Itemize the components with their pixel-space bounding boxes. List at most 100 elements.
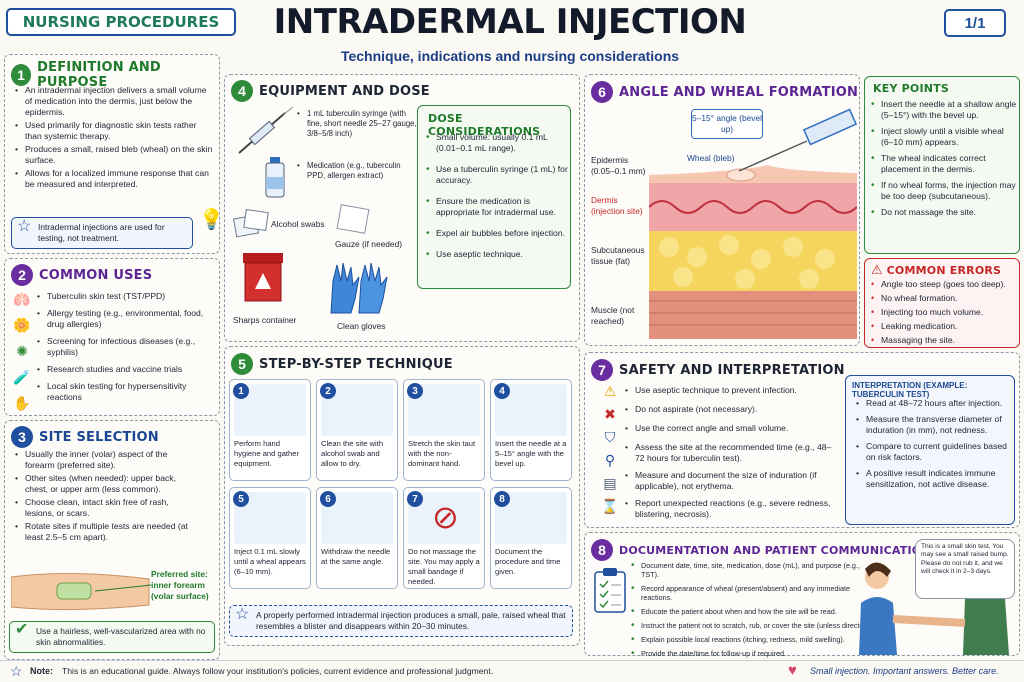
definition-list: An intradermal injection delivers a smal… (15, 85, 213, 192)
medication-label: Medication (e.g., tuberculin PPD, allerg… (297, 161, 407, 181)
list-item: Massaging the site. (871, 335, 1017, 346)
dose-list: Small volume: usually 0.1 mL (0.01–0.1 m… (426, 132, 568, 262)
list-item: Inject slowly until a visible wheal (6–1… (871, 126, 1017, 148)
list-item: Do not massage the site. (871, 207, 1017, 218)
list-item: Use aseptic technique. (426, 249, 568, 260)
warning-icon: ⚠ (871, 262, 883, 277)
x-icon: ✖ (604, 406, 616, 422)
list-item: Used primarily for diagnostic skin tests… (15, 120, 213, 142)
section-7-number: 7 (591, 359, 613, 381)
dermis-label: Dermis (injection site) (591, 195, 643, 216)
step-text: Insert the needle at a 5–15° angle with … (495, 439, 567, 468)
flower-icon: 🌼 (13, 317, 31, 333)
document-icon: ▤ (603, 475, 617, 491)
lungs-icon: 🫁 (13, 291, 31, 307)
step-text: Stretch the skin taut with the non-domin… (408, 439, 476, 468)
key-points-box: KEY POINTS Insert the needle at a shallo… (864, 76, 1020, 254)
section-7-title: SAFETY AND INTERPRETATION (619, 362, 845, 378)
section-4-number: 4 (231, 80, 253, 102)
safety-list: Use aseptic technique to prevent infecti… (625, 385, 835, 522)
swabs-label: Alcohol swabs (271, 219, 325, 229)
step-number: 1 (233, 383, 249, 399)
needle-syringe-icon (738, 108, 858, 172)
list-item: Injecting too much volume. (871, 307, 1017, 318)
page-title: INTRADERMAL INJECTION (260, 2, 760, 48)
hand-icon: ✋ (13, 395, 31, 411)
step-number: 2 (320, 383, 336, 399)
list-item: Angle too steep (goes too deep). (871, 279, 1017, 290)
section-site-selection: 3 SITE SELECTION Usually the inner (vola… (4, 420, 220, 660)
vial-icon: 🧪 (13, 369, 31, 385)
list-item: Produces a small, raised bleb (wheal) on… (15, 144, 213, 166)
list-item: Screening for infectious diseases (e.g.,… (37, 336, 217, 358)
section-6-number: 6 (591, 81, 613, 103)
step-text: Document the procedure and time given. (495, 547, 561, 576)
technique-note: ☆ A properly performed intradermal injec… (229, 605, 573, 637)
step-card: 3 Stretch the skin taut with the non-dom… (403, 379, 485, 481)
syringe-icon (238, 107, 294, 154)
list-item: The wheal indicates correct placement in… (871, 153, 1017, 175)
footer-note-label: Note: (30, 666, 53, 676)
step-text: Clean the site with alcohol swab and all… (321, 439, 384, 468)
shield-icon: ⛉ (604, 429, 616, 445)
list-item: Insert the needle at a shallow angle (5–… (871, 99, 1017, 121)
category-badge: NURSING PROCEDURES (6, 8, 236, 36)
list-item: Explain possible local reactions (itchin… (631, 635, 879, 644)
step-number: 5 (233, 491, 249, 507)
heart-icon: ♥ (788, 662, 797, 679)
step-text: Inject 0.1 mL slowly until a wheal appea… (234, 547, 306, 576)
section-4-title: EQUIPMENT AND DOSE (259, 83, 430, 99)
documentation-list: Document date, time, site, medication, d… (631, 561, 879, 660)
skin-cross-section (649, 165, 857, 339)
list-item: If no wheal forms, the injection may be … (871, 180, 1017, 202)
section-5-title: STEP-BY-STEP TECHNIQUE (259, 356, 453, 372)
lightbulb-icon: 💡 (199, 209, 224, 231)
star-icon: ☆ (235, 606, 250, 623)
gloves-label: Clean gloves (337, 321, 386, 331)
gloves-icon (330, 262, 388, 314)
list-item: A positive result indicates immune sensi… (856, 468, 1010, 490)
step-number: 6 (320, 491, 336, 507)
list-item: Document date, time, site, medication, d… (631, 561, 879, 579)
common-errors-title: COMMON ERRORS (886, 263, 1002, 277)
syringe-label: 1 mL tuberculin syringe (with fine, shor… (297, 109, 417, 139)
hourglass-icon: ⌛ (601, 498, 619, 514)
section-8-title: DOCUMENTATION AND PATIENT COMMUNICATION (619, 543, 931, 557)
gauze-icon (336, 204, 370, 234)
step-card: 5 Inject 0.1 mL slowly until a wheal app… (229, 487, 311, 589)
sharps-container-icon (243, 253, 283, 302)
uses-list: Tuberculin skin test (TST/PPD) Allergy t… (37, 291, 217, 405)
list-item: Usually the inner (volar) aspect of the … (15, 449, 195, 471)
step-card: 8 Document the procedure and time given. (490, 487, 572, 589)
virus-icon: ✺ (16, 343, 28, 359)
dose-considerations-box: DOSE CONSIDERATIONS Small volume: usuall… (417, 105, 571, 289)
list-item: Allows for a localized immune response t… (15, 168, 213, 190)
definition-note: ☆ Intradermal injections are used for te… (11, 217, 193, 249)
section-6-title: ANGLE AND WHEAL FORMATION (619, 84, 859, 100)
list-item: Leaking medication. (871, 321, 1017, 332)
list-item: Educate the patient about when and how t… (631, 607, 879, 616)
key-points-title: KEY POINTS (873, 82, 949, 95)
step-text: Perform hand hygiene and gather equipmen… (234, 439, 300, 468)
star-icon: ☆ (10, 663, 23, 679)
technique-note-text: A properly performed intradermal injecti… (256, 610, 566, 631)
list-item: Small volume: usually 0.1 mL (0.01–0.1 m… (426, 132, 568, 154)
step-number: 3 (407, 383, 423, 399)
section-5-number: 5 (231, 353, 253, 375)
site-note: ✔ Use a hairless, well-vascularized area… (9, 621, 215, 653)
site-note-text: Use a hairless, well-vascularized area w… (36, 626, 206, 647)
definition-note-text: Intradermal injections are used for test… (38, 222, 165, 243)
vial-icon (265, 157, 285, 198)
subtitle-text: Technique, indications and nursing consi… (340, 48, 680, 64)
list-item: Use the correct angle and small volume. (625, 423, 835, 434)
section-3-title: SITE SELECTION (39, 429, 159, 445)
section-1-number: 1 (11, 64, 32, 86)
section-documentation: 8 DOCUMENTATION AND PATIENT COMMUNICATIO… (584, 532, 1020, 658)
section-safety: 7 SAFETY AND INTERPRETATION ⚠ ✖ ⛉ ⚲ ▤ ⌛ … (584, 352, 1020, 528)
list-item: Research studies and vaccine trials (37, 364, 217, 375)
section-equipment: 4 EQUIPMENT AND DOSE 1 mL tuberculin syr… (224, 74, 580, 342)
section-definition: 1 DEFINITION AND PURPOSE An intradermal … (4, 54, 224, 254)
list-item: Report unexpected reactions (e.g., sever… (625, 498, 835, 520)
interpretation-box: INTERPRETATION (EXAMPLE: TUBERCULIN TEST… (845, 375, 1015, 525)
subtitle: Technique, indications and nursing consi… (290, 48, 730, 66)
